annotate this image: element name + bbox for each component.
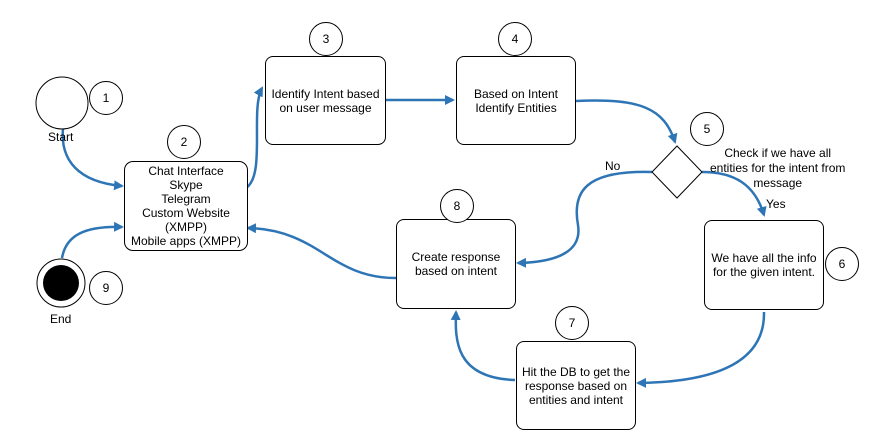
- info-line-2: for the given intent.: [712, 265, 816, 279]
- identify-intent-box: Identify Intent based on user message: [265, 56, 386, 145]
- db-line-2: response based on: [524, 378, 628, 393]
- chat-line-5: (XMPP): [165, 220, 207, 234]
- decision-note-line-1: Check if we have all: [724, 146, 832, 160]
- arrow-decision-to-info: [701, 170, 767, 217]
- decision-note-line-2: entities for the intent from: [710, 161, 846, 175]
- hit-db-box: Hit the DB to get the response based on …: [516, 341, 636, 430]
- decision-note: Check if we have all entities for the in…: [710, 146, 845, 191]
- create-line-2: based on intent: [414, 264, 498, 278]
- step-badge-2: 2: [167, 125, 201, 159]
- arrow-info-to-db: [636, 311, 766, 388]
- end-node-inner: [43, 265, 79, 301]
- intent-line-2: on user message: [279, 100, 372, 115]
- identify-entities-box: Based on Intent Identify Entities: [456, 56, 576, 145]
- no-label: No: [605, 159, 621, 173]
- arrow-decision-to-create: [516, 170, 653, 268]
- db-line-3: entities and intent: [528, 392, 624, 407]
- arrow-start-to-chat: [61, 127, 124, 191]
- arrow-chat-to-intent: [245, 86, 264, 190]
- chat-line-3: Telegram: [161, 192, 211, 206]
- entities-line-1: Based on Intent: [473, 86, 559, 101]
- intent-line-1: Identify Intent based: [271, 86, 380, 101]
- step-badge-6: 6: [825, 247, 859, 281]
- step-badge-3: 3: [309, 22, 343, 56]
- decision-note-line-3: message: [753, 176, 803, 190]
- chat-line-4: Custom Website: [142, 206, 230, 220]
- step-badge-9: 9: [89, 271, 123, 305]
- step-badge-5: 5: [690, 112, 724, 146]
- arrow-db-to-create: [450, 310, 516, 382]
- chat-line-2: Skype: [169, 178, 203, 192]
- arrow-end-to-chat: [60, 221, 124, 259]
- create-response-box: Create response based on intent: [396, 219, 516, 309]
- db-line-1: Hit the DB to get the: [521, 364, 631, 379]
- step-badge-8: 8: [440, 189, 474, 223]
- decision-diamond: [651, 145, 703, 199]
- step-badge-7: 7: [555, 306, 589, 340]
- step-badge-4: 4: [498, 22, 532, 56]
- step-badge-1: 1: [89, 81, 123, 115]
- info-line-1: We have all the info: [711, 251, 817, 265]
- start-node: [35, 76, 89, 130]
- arrow-create-to-chat: [246, 223, 397, 280]
- have-all-info-box: We have all the info for the given inten…: [704, 220, 824, 310]
- start-label: Start: [48, 130, 74, 144]
- arrow-entities-to-decision: [575, 99, 678, 144]
- create-line-1: Create response: [411, 250, 501, 264]
- chat-line-1: Chat Interface: [148, 164, 224, 178]
- chat-interface-box: Chat Interface Skype Telegram Custom Web…: [124, 161, 248, 251]
- yes-label: Yes: [766, 197, 786, 211]
- end-label: End: [50, 312, 72, 326]
- chat-line-6: Mobile apps (XMPP): [130, 234, 242, 248]
- entities-line-2: Identify Entities: [475, 100, 557, 115]
